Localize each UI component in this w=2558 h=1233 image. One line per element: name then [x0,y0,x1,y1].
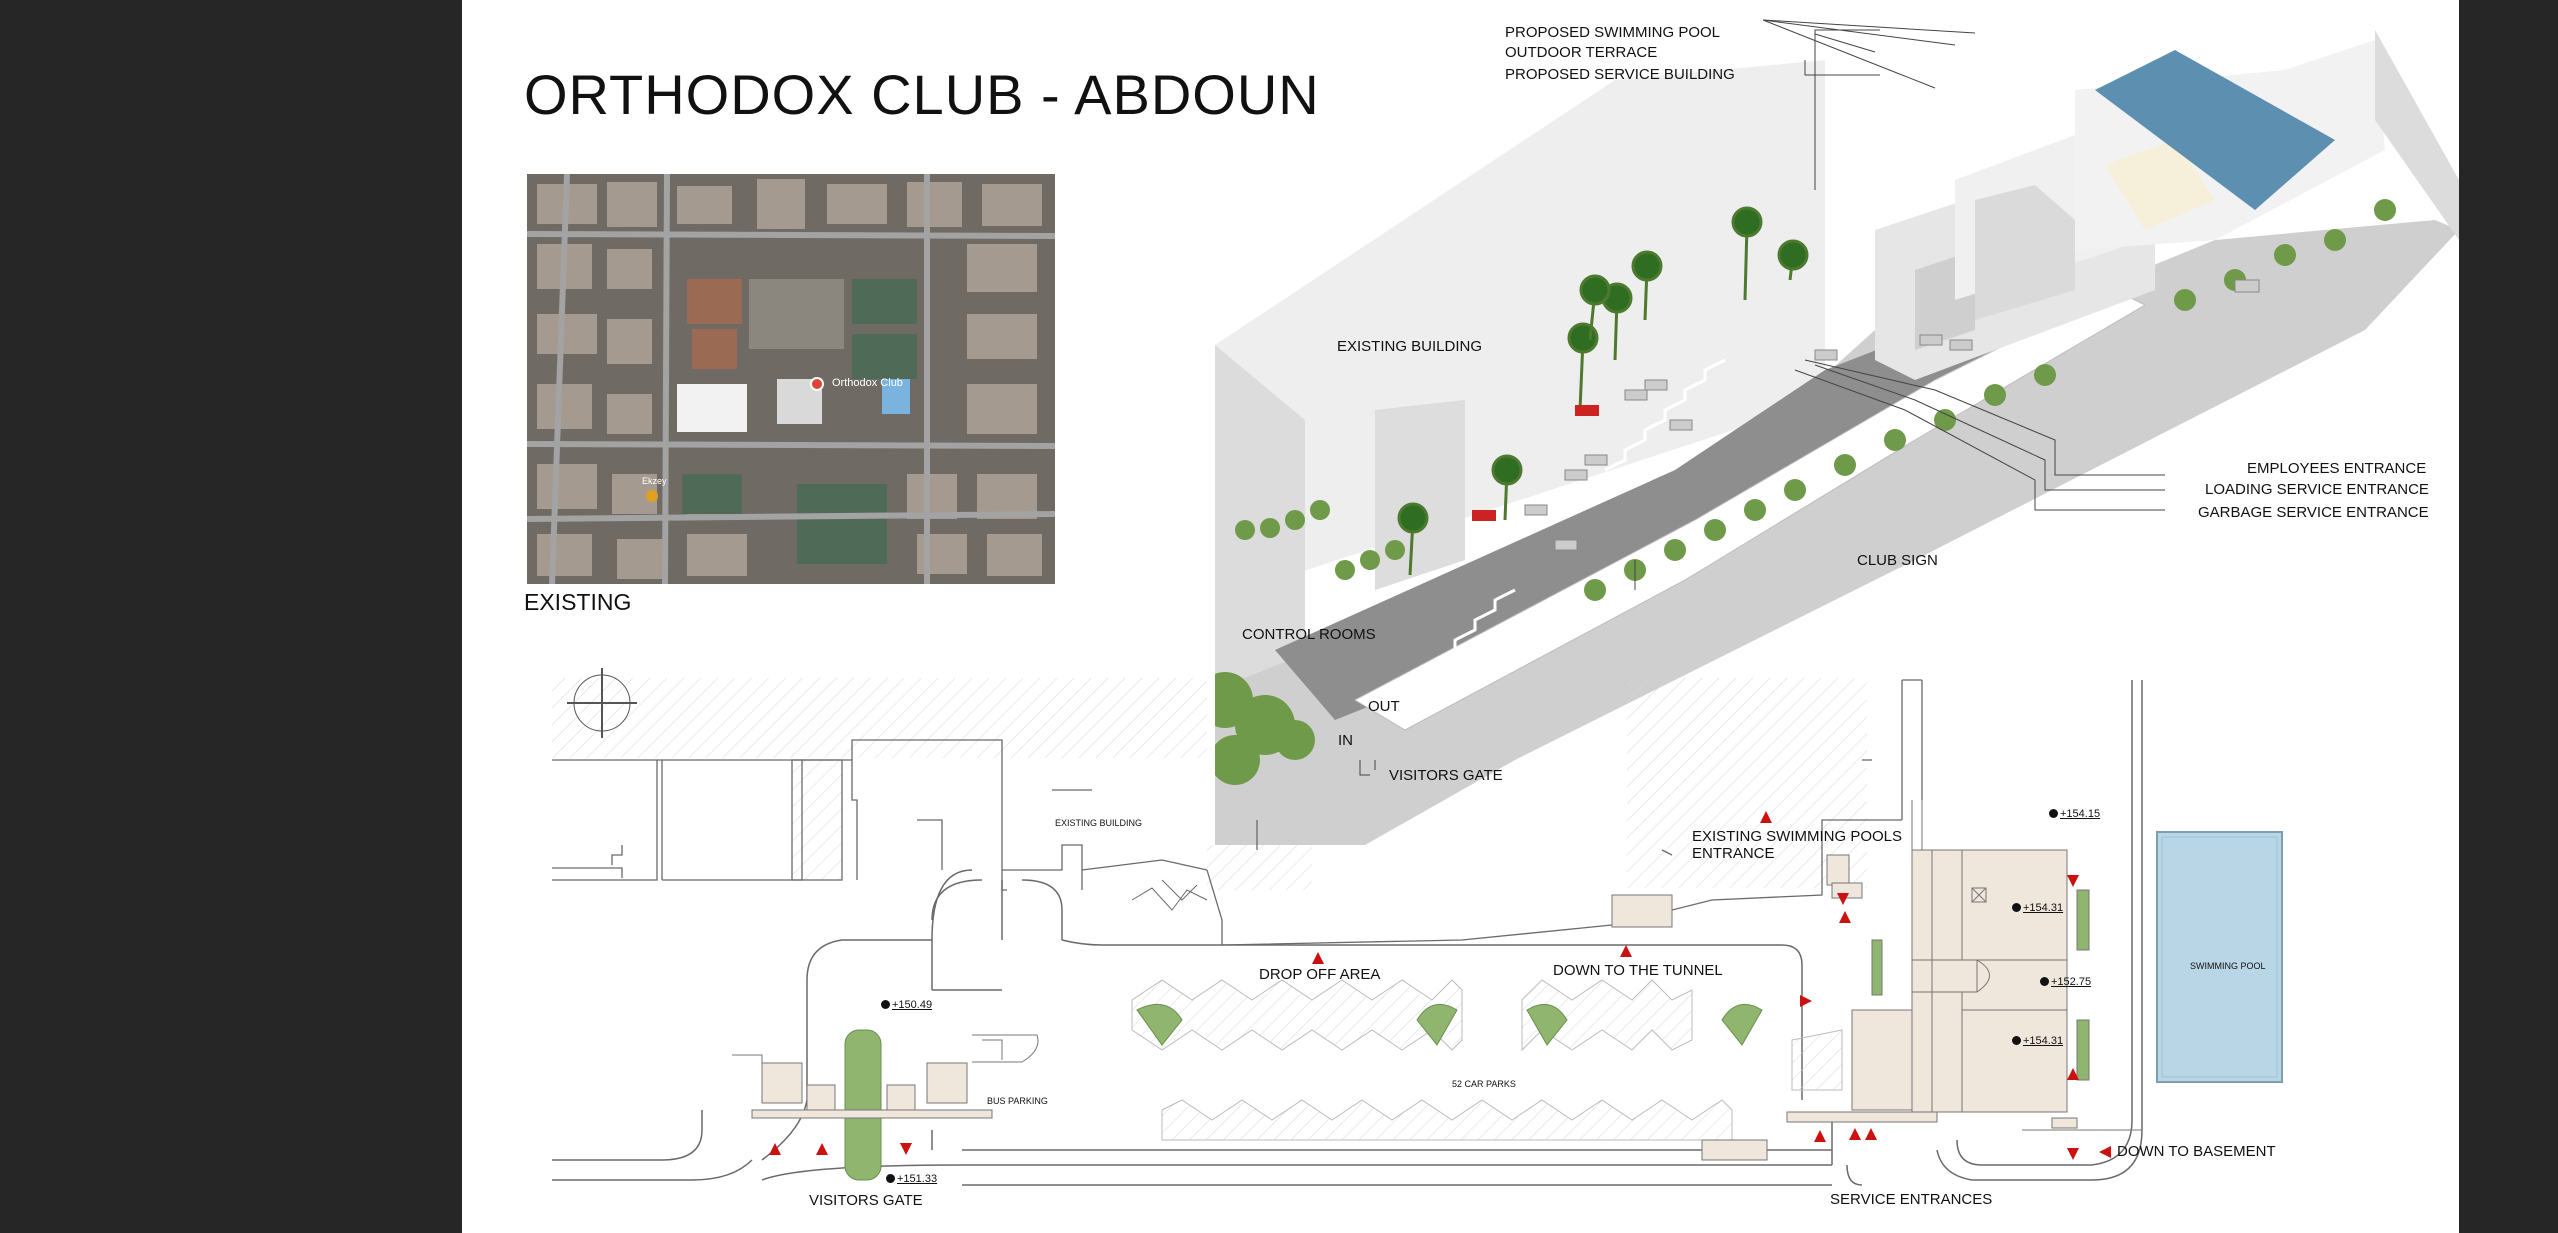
label-service-entrances: SERVICE ENTRANCES [1830,1191,1993,1208]
label-car-parks: 52 CAR PARKS [1452,1079,1516,1089]
label-control-rooms: CONTROL ROOMS [1242,626,1376,643]
svg-text:Orthodox Club: Orthodox Club [832,377,903,389]
aerial-map-image: Orthodox Club Ekzey [527,174,1055,584]
label-employees-entrance: EMPLOYEES ENTRANCE [2247,460,2427,477]
label-out: OUT [1368,698,1400,715]
label-swimming-pool-plan: SWIMMING POOL [2190,961,2266,971]
label-visitors-gate-plan: VISITORS GATE [809,1192,923,1209]
label-down-to-basement: DOWN TO BASEMENT [2117,1143,2276,1160]
label-proposed-service-building: PROPOSED SERVICE BUILDING [1505,66,1735,83]
label-down-to-the-tunnel: DOWN TO THE TUNNEL [1553,962,1723,979]
level-marker: +154.15 [2049,808,2100,820]
label-bus-parking: BUS PARKING [987,1096,1048,1106]
label-in: IN [1338,732,1353,749]
label-club-sign: CLUB SIGN [1857,552,1938,569]
page-title: ORTHODOX CLUB - ABDOUN [524,63,1320,126]
label-garbage-service-entrance: GARBAGE SERVICE ENTRANCE [2198,504,2429,521]
existing-label: EXISTING [524,589,632,615]
level-marker: +150.49 [881,999,932,1011]
svg-text:Ekzey: Ekzey [642,476,667,486]
level-marker: +154.31 [2012,902,2063,914]
level-marker: +151.33 [886,1173,937,1185]
axonometric-rendering: PROPOSED SWIMMING POOL OUTDOOR TERRACE P… [1197,0,2459,845]
label-existing-swimming-pools-entrance-line1: EXISTING SWIMMING POOLS [1692,828,1903,845]
site-plan: EXISTING BUILDING EXISTING SWIMMING POOL… [462,0,2459,1233]
label-outdoor-terrace: OUTDOOR TERRACE [1505,44,1658,61]
label-visitors-gate-axon: VISITORS GATE [1389,767,1503,784]
label-existing-swimming-pools-entrance-line2: ENTRANCE [1692,845,1775,862]
label-existing-building-plan: EXISTING BUILDING [1055,818,1143,828]
level-marker: +152.75 [2040,976,2091,988]
presentation-sheet: ORTHODOX CLUB - ABDOUN [462,0,2459,1233]
label-proposed-swimming-pool: PROPOSED SWIMMING POOL [1505,24,1721,41]
label-drop-off-area: DROP OFF AREA [1259,966,1381,983]
label-existing-building-axon: EXISTING BUILDING [1337,338,1483,355]
label-loading-service-entrance: LOADING SERVICE ENTRANCE [2205,481,2429,498]
level-marker: +154.31 [2012,1035,2063,1047]
